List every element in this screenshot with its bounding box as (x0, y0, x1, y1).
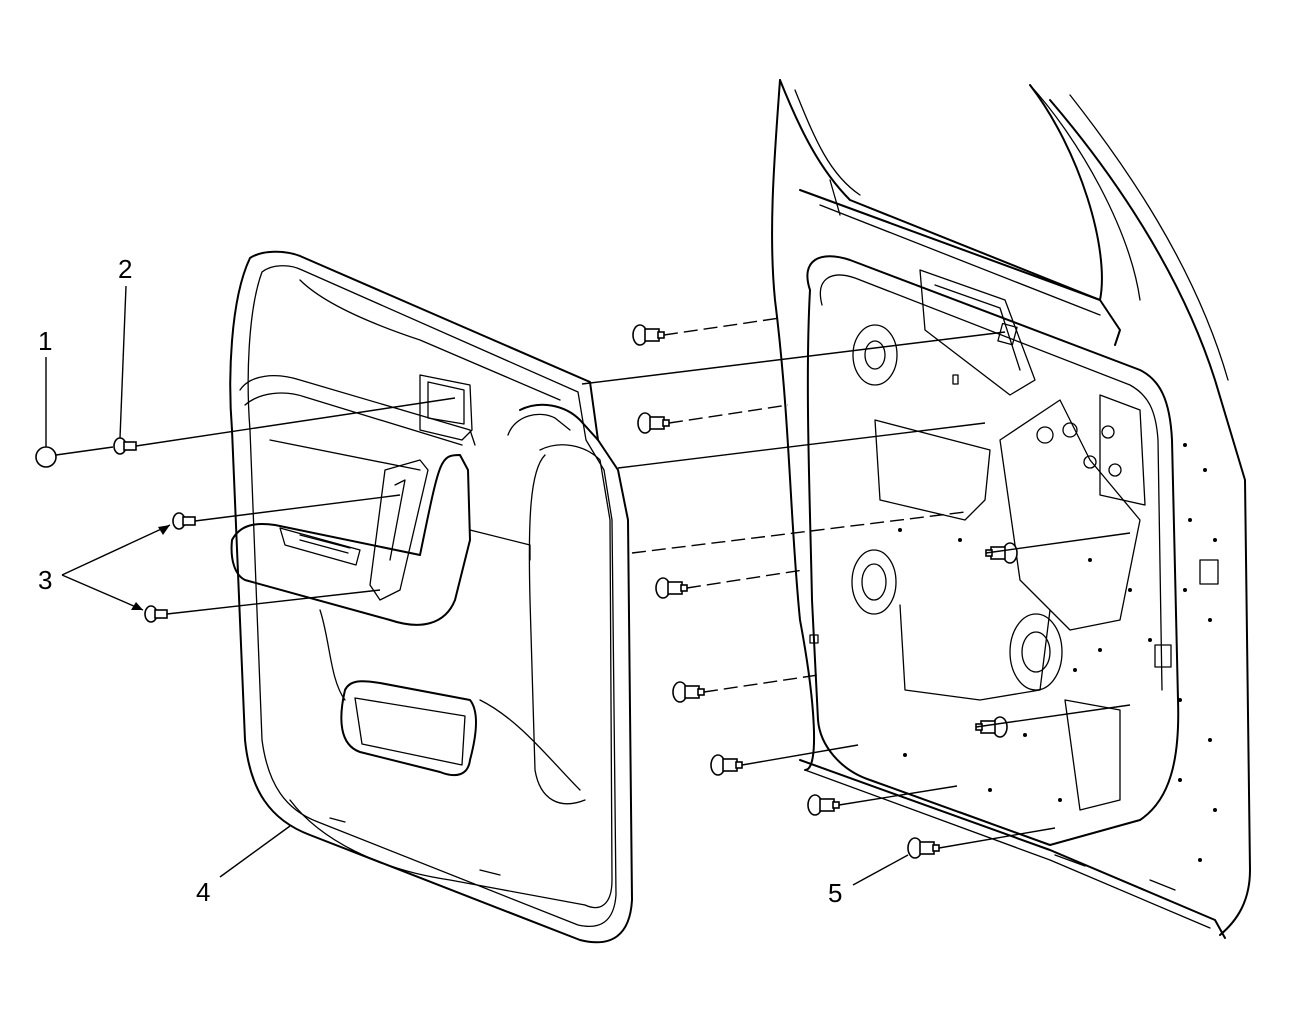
armrest-screw-upper (172, 512, 196, 530)
callout-4: 4 (196, 877, 210, 907)
alignment-lines (55, 317, 1131, 849)
callout-leaders (45, 285, 909, 886)
push-pin-retainer-1 (632, 324, 665, 346)
push-pin-retainer-3 (655, 577, 688, 599)
callout-3: 3 (38, 565, 52, 595)
door-trim-panel (229, 250, 633, 944)
screw-cover-cap (35, 446, 57, 468)
push-pin-retainer-2 (637, 412, 670, 434)
door-handle-screw (113, 437, 137, 455)
fasteners (35, 324, 1018, 859)
door-inner-frame (771, 79, 1251, 939)
callout-1: 1 (38, 326, 52, 356)
callout-2: 2 (118, 254, 132, 284)
push-pin-retainer-4 (672, 681, 705, 703)
callout-5: 5 (828, 878, 842, 908)
armrest-screw-lower (144, 605, 168, 623)
push-pin-retainer-6 (807, 794, 840, 816)
push-pin-retainer-7 (907, 837, 940, 859)
push-pin-retainer-5 (710, 754, 743, 776)
